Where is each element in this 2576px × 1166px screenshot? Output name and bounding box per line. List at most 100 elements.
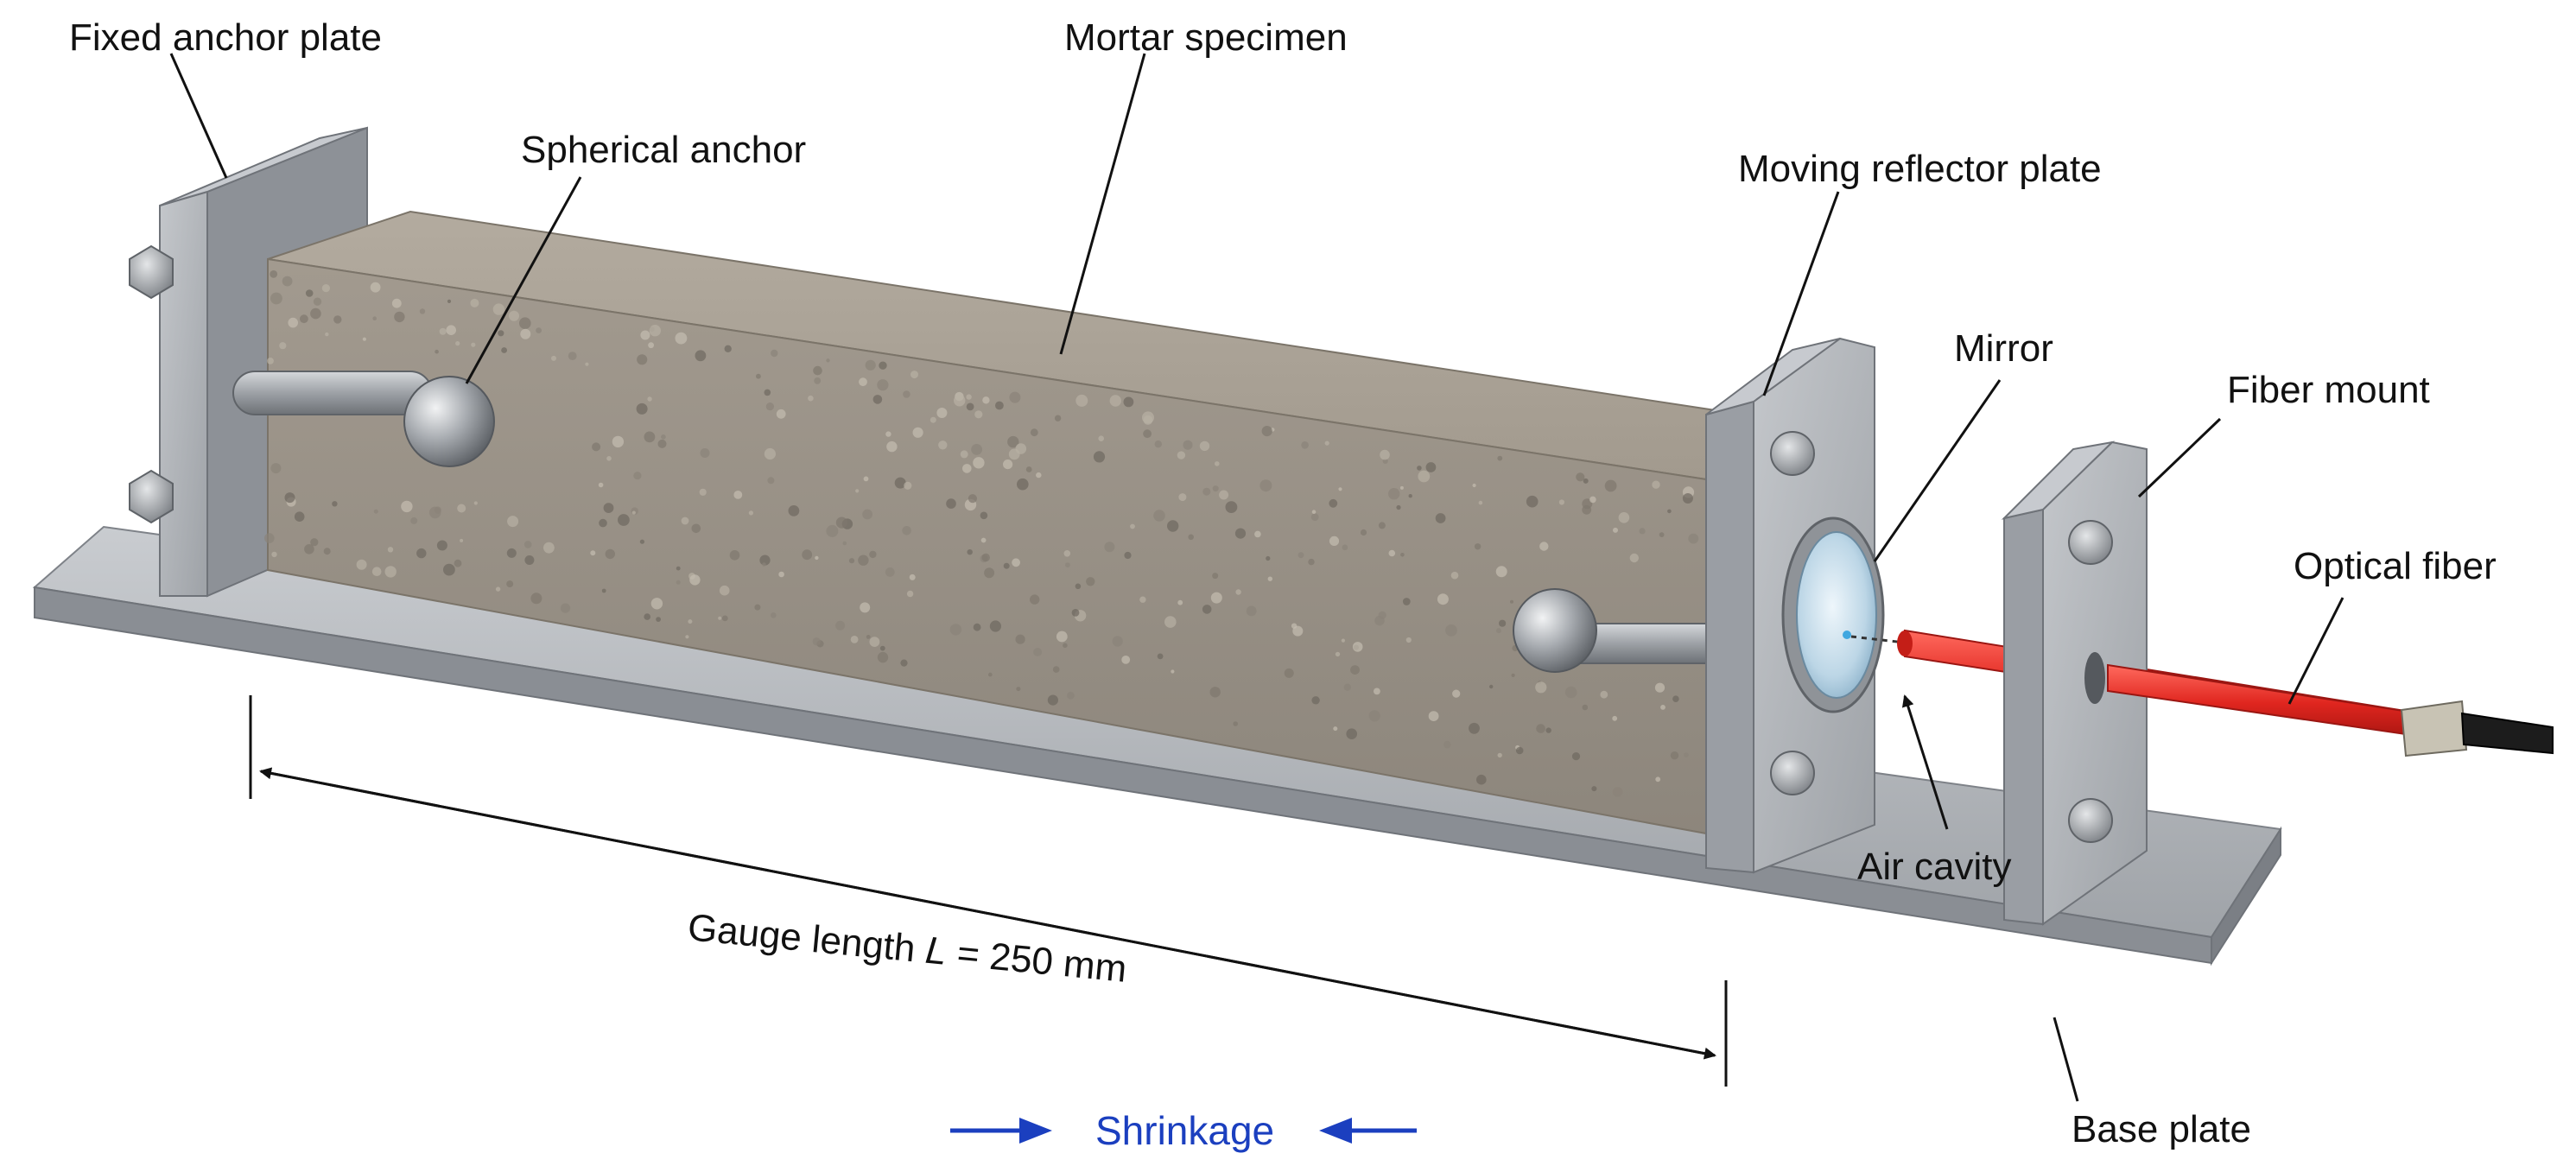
gauge-length-prefix: Gauge length	[686, 906, 928, 971]
aggregate-speck	[764, 447, 777, 460]
aggregate-speck	[1177, 451, 1186, 459]
aggregate-speck	[900, 659, 908, 667]
aggregate-speck	[492, 303, 505, 315]
aggregate-speck	[910, 371, 918, 379]
aggregate-speck	[778, 571, 784, 578]
aggregate-speck	[814, 377, 822, 384]
leader-optical-fiber	[2287, 597, 2344, 705]
aggregate-speck	[695, 350, 707, 362]
aggregate-speck	[1030, 594, 1040, 605]
aggregate-speck	[605, 548, 615, 560]
mirror	[1781, 516, 1885, 713]
bolt-icon	[2068, 798, 2113, 843]
aggregate-speck	[776, 409, 786, 419]
aggregate-speck	[966, 402, 974, 411]
aggregate-speck	[1343, 683, 1352, 691]
aggregate-speck	[384, 566, 397, 578]
aggregate-texture	[264, 270, 1699, 797]
aggregate-speck	[1335, 651, 1341, 657]
aggregate-speck	[1017, 478, 1029, 491]
aggregate-speck	[294, 511, 305, 522]
aggregate-speck	[1545, 727, 1551, 733]
leader-mirror	[1873, 379, 2002, 562]
aggregate-speck	[1374, 688, 1380, 695]
aggregate-speck	[860, 602, 871, 613]
aggregate-speck	[1399, 485, 1404, 490]
aggregate-speck	[685, 635, 689, 639]
aggregate-speck	[612, 435, 625, 448]
aggregate-speck	[284, 492, 295, 504]
aggregate-speck	[601, 588, 606, 593]
aggregate-speck	[288, 317, 299, 328]
aggregate-speck	[946, 498, 956, 509]
label-air-cavity: Air cavity	[1857, 846, 2011, 888]
aggregate-speck	[551, 355, 556, 361]
spherical-anchor-right	[1513, 588, 1737, 673]
aggregate-speck	[1510, 599, 1513, 604]
aggregate-speck	[1452, 689, 1461, 698]
aggregate-speck	[1670, 751, 1679, 760]
aggregate-speck	[855, 489, 860, 493]
aggregate-speck	[1469, 722, 1480, 734]
aggregate-speck	[1341, 638, 1345, 643]
aggregate-speck	[984, 567, 995, 579]
leader-mortar-specimen	[1059, 53, 1146, 355]
aggregate-speck	[1202, 605, 1212, 614]
aggregate-speck	[869, 550, 877, 559]
aggregate-speck	[391, 298, 402, 308]
aggregate-speck	[872, 395, 883, 404]
aggregate-speck	[644, 613, 650, 620]
aggregate-speck	[865, 359, 876, 371]
aggregate-speck	[866, 635, 871, 639]
aggregate-speck	[1063, 643, 1068, 649]
aggregate-speck	[771, 349, 778, 358]
aggregate-speck	[879, 361, 887, 370]
aggregate-speck	[1450, 571, 1459, 580]
aggregate-speck	[1246, 605, 1257, 617]
aggregate-speck	[649, 325, 661, 337]
aggregate-speck	[689, 574, 701, 586]
optical-fiber-front	[2107, 663, 2454, 743]
aggregate-speck	[416, 548, 427, 559]
aggregate-speck	[719, 585, 730, 596]
aggregate-speck	[1104, 542, 1115, 553]
aggregate-speck	[1515, 746, 1524, 755]
aggregate-speck	[1613, 527, 1618, 533]
aggregate-speck	[267, 358, 274, 364]
aggregate-speck	[826, 524, 839, 537]
aggregate-speck	[1612, 787, 1623, 797]
aggregate-speck	[1291, 623, 1298, 629]
aggregate-speck	[699, 488, 707, 496]
aggregate-speck	[509, 310, 519, 321]
leader-spherical-anchor	[465, 176, 582, 384]
aggregate-speck	[434, 506, 441, 514]
aggregate-speck	[1582, 504, 1592, 515]
aggregate-speck	[1015, 634, 1025, 644]
aggregate-speck	[981, 553, 990, 562]
aggregate-speck	[1418, 470, 1431, 483]
aggregate-speck	[1591, 786, 1597, 792]
aggregate-speck	[394, 311, 405, 323]
aggregate-speck	[675, 332, 688, 345]
aggregate-speck	[1571, 752, 1581, 761]
aggregate-speck	[858, 554, 869, 566]
aggregate-speck	[661, 434, 666, 440]
aggregate-speck	[808, 395, 814, 402]
aggregate-speck	[691, 523, 701, 534]
aggregate-speck	[270, 463, 282, 474]
aggregate-speck	[1655, 776, 1661, 783]
aggregate-speck	[1209, 687, 1221, 698]
aggregate-speck	[1408, 494, 1412, 498]
aggregate-speck	[771, 612, 777, 618]
aggregate-speck	[304, 544, 314, 554]
aggregate-speck	[1067, 691, 1075, 700]
aggregate-speck	[460, 538, 464, 542]
aggregate-speck	[721, 615, 728, 622]
aggregate-speck	[507, 516, 519, 528]
aggregate-speck	[1368, 710, 1380, 722]
aggregate-speck	[1474, 543, 1482, 550]
aggregate-speck	[1333, 726, 1338, 732]
aggregate-speck	[1667, 509, 1672, 514]
aggregate-speck	[989, 620, 1001, 632]
aggregate-speck	[904, 481, 912, 490]
